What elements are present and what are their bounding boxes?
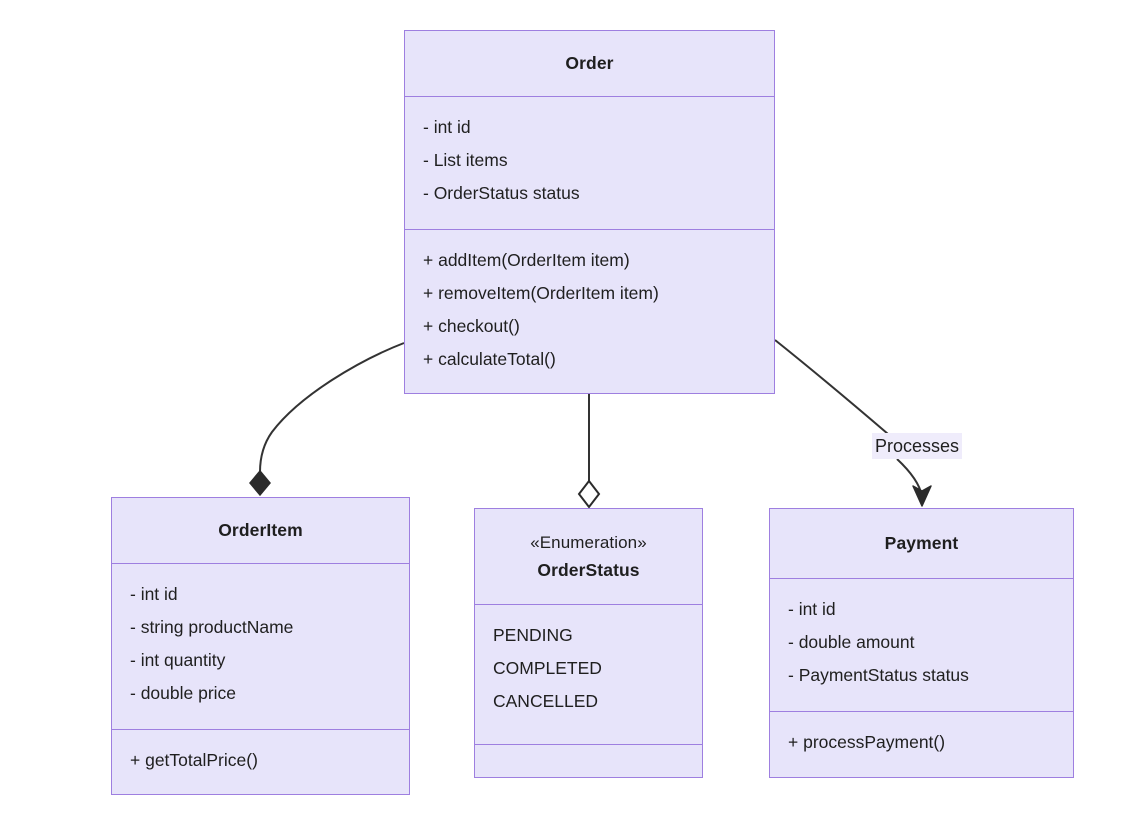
class-attributes-orderitem: - int id - string productName - int quan… bbox=[112, 564, 409, 730]
attribute-row: - string productName bbox=[130, 616, 294, 637]
class-attributes-order: - int id - List items - OrderStatus stat… bbox=[405, 97, 774, 230]
class-header-order: Order bbox=[405, 31, 774, 97]
class-operations-order: + addItem(OrderItem item) + removeItem(O… bbox=[405, 230, 774, 393]
class-operations-orderstatus bbox=[475, 745, 702, 777]
class-title-orderitem: OrderItem bbox=[218, 519, 303, 540]
operation-row: + calculateTotal() bbox=[423, 348, 556, 369]
filled-diamond-marker bbox=[249, 469, 271, 497]
attribute-row: - int quantity bbox=[130, 649, 226, 670]
class-box-orderitem[interactable]: OrderItem - int id - string productName … bbox=[111, 497, 410, 795]
attribute-row: - int id bbox=[788, 599, 836, 619]
edge-label-processes: Processes bbox=[872, 433, 963, 460]
attribute-row: - int id bbox=[423, 117, 471, 137]
class-operations-orderitem: + getTotalPrice() bbox=[112, 730, 409, 794]
class-title-order: Order bbox=[565, 52, 614, 73]
class-title-orderstatus: OrderStatus bbox=[537, 559, 640, 580]
class-operations-payment: + processPayment() bbox=[770, 712, 1073, 776]
operation-row: + processPayment() bbox=[788, 732, 946, 752]
edge-order-orderitem-line bbox=[259, 342, 405, 473]
operation-row: + getTotalPrice() bbox=[130, 750, 258, 770]
class-box-order[interactable]: Order - int id - List items - OrderStatu… bbox=[404, 30, 775, 394]
enum-value-row: PENDING bbox=[493, 625, 573, 645]
edge-order-orderstatus bbox=[577, 394, 601, 509]
class-attributes-payment: - int id - double amount - PaymentStatus… bbox=[770, 579, 1073, 712]
attribute-row: - double amount bbox=[788, 631, 915, 652]
operation-row: + checkout() bbox=[423, 315, 520, 336]
class-header-payment: Payment bbox=[770, 509, 1073, 579]
class-box-payment[interactable]: Payment - int id - double amount - Payme… bbox=[769, 508, 1074, 778]
class-header-orderitem: OrderItem bbox=[112, 498, 409, 564]
arrow-head-marker bbox=[912, 485, 932, 507]
edge-order-payment-line-lower bbox=[896, 458, 923, 497]
class-header-orderstatus: «Enumeration» OrderStatus bbox=[475, 509, 702, 605]
class-title-payment: Payment bbox=[884, 532, 959, 553]
edge-order-payment-line-upper bbox=[774, 339, 889, 435]
attribute-row: - int id bbox=[130, 584, 178, 604]
attribute-row: - List items bbox=[423, 149, 508, 170]
enum-value-row: CANCELLED bbox=[493, 690, 599, 711]
enum-value-row: COMPLETED bbox=[493, 657, 602, 678]
class-stereotype-orderstatus: «Enumeration» bbox=[530, 533, 647, 553]
edge-order-orderitem bbox=[249, 342, 405, 497]
attribute-row: - double price bbox=[130, 682, 237, 703]
class-box-orderstatus[interactable]: «Enumeration» OrderStatus PENDING COMPLE… bbox=[474, 508, 703, 778]
attribute-row: - OrderStatus status bbox=[423, 182, 580, 203]
attribute-row: - PaymentStatus status bbox=[788, 664, 969, 685]
class-values-orderstatus: PENDING COMPLETED CANCELLED bbox=[475, 605, 702, 745]
operation-row: + removeItem(OrderItem item) bbox=[423, 282, 659, 303]
operation-row: + addItem(OrderItem item) bbox=[423, 250, 630, 270]
hollow-diamond-marker bbox=[577, 479, 601, 509]
edge-order-payment bbox=[774, 339, 932, 507]
